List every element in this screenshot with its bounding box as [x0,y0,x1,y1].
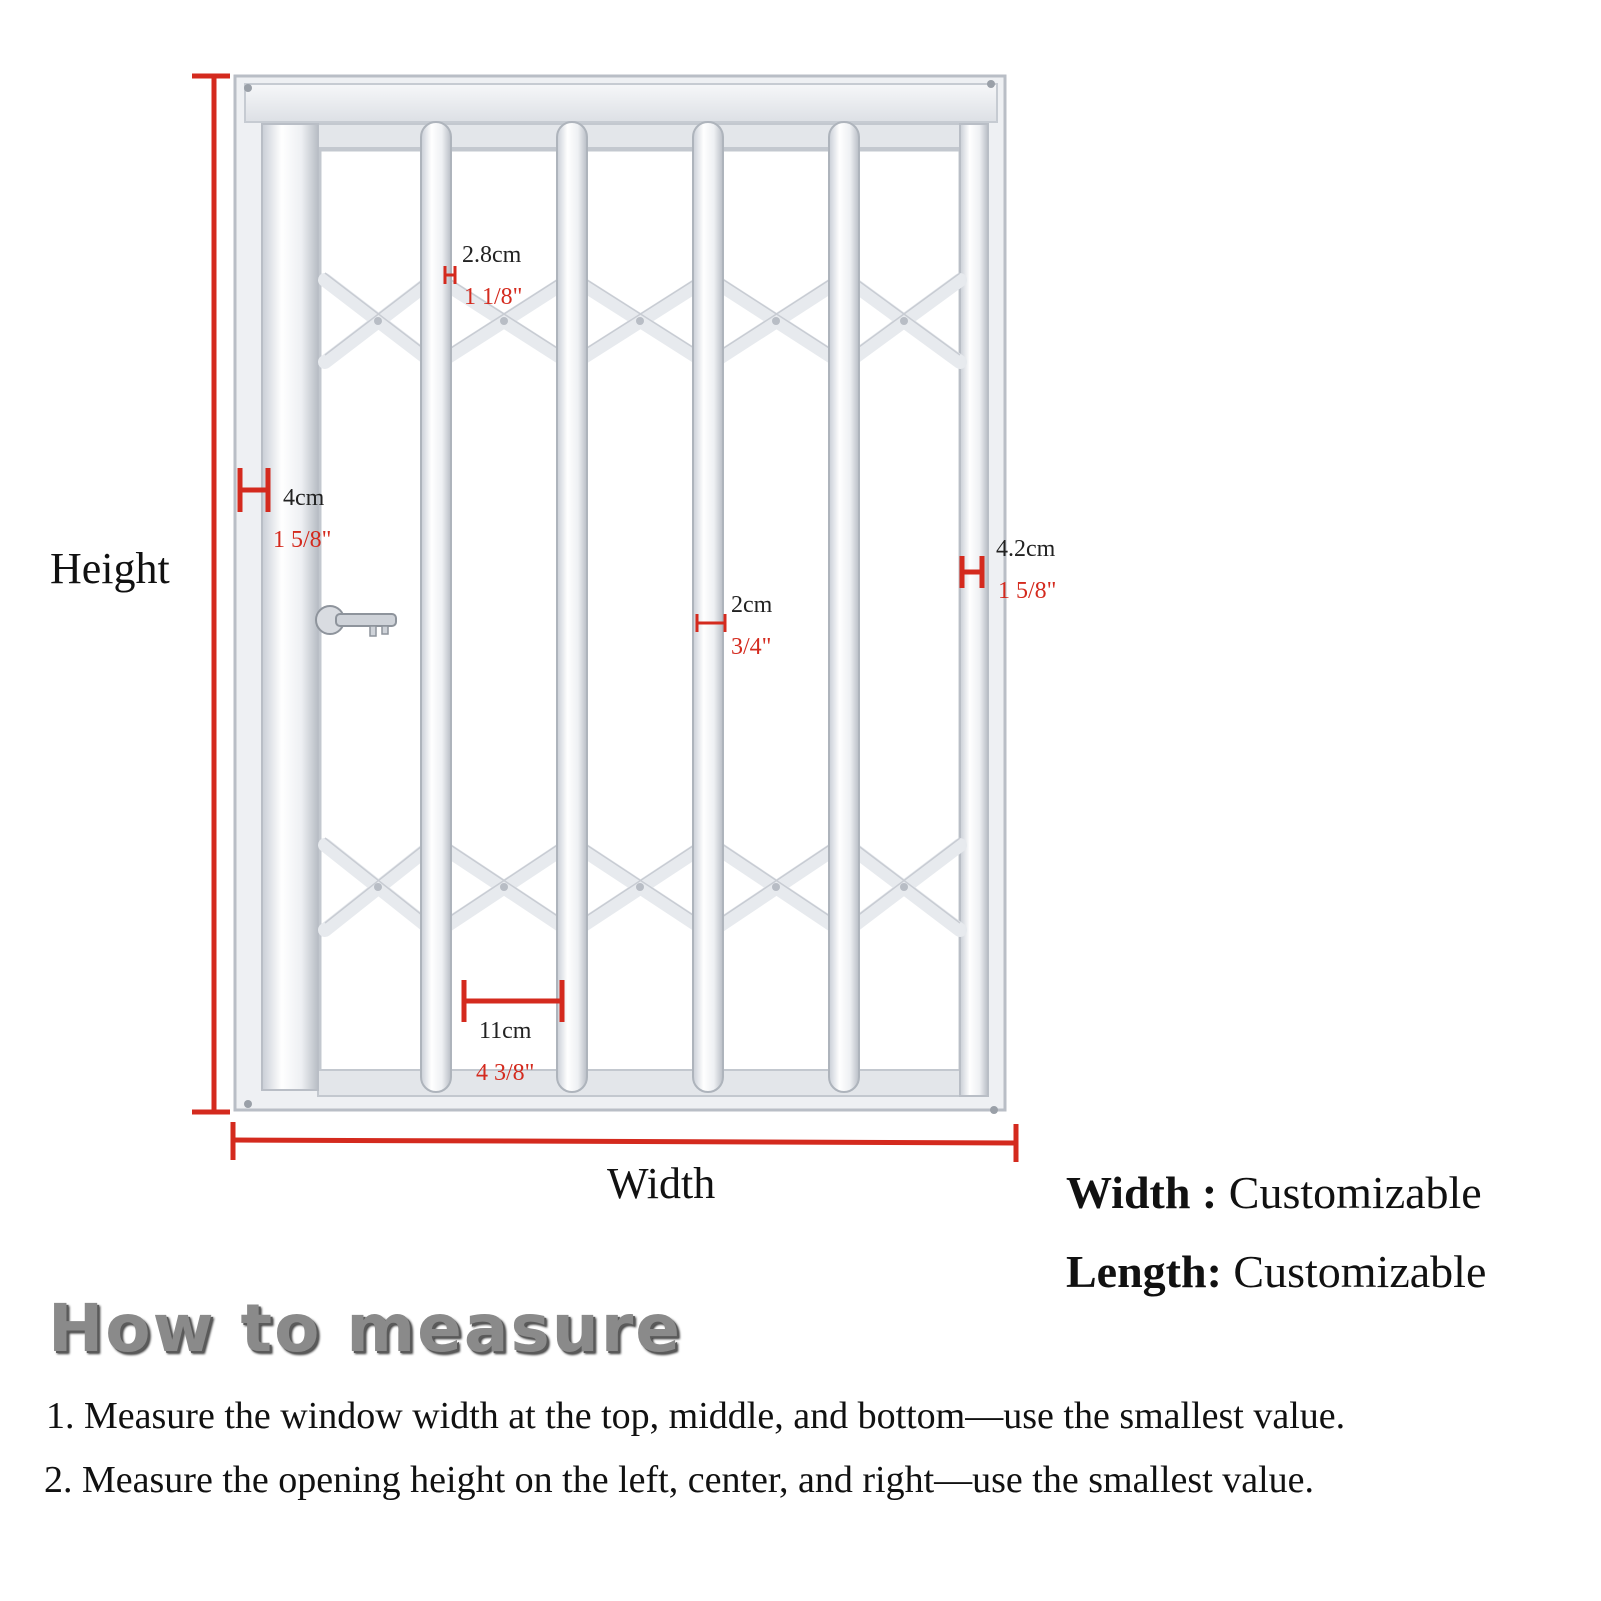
width-label: Width [607,1159,716,1208]
spec-width-value: Customizable [1228,1167,1482,1218]
side-frame-cm: 4cm [283,485,325,511]
spacing-marker [461,980,565,1022]
side-frame-inch: 1 5/8" [273,527,332,553]
spec-length-value: Customizable [1233,1246,1487,1297]
lattice-top [318,273,967,369]
bar-width-marker [695,614,727,632]
bar-gap-cm: 2.8cm [462,242,522,268]
right-frame-cm: 4.2cm [996,536,1056,562]
height-dimension-line [192,73,230,1115]
key-icon [315,605,397,637]
bar-gap-inch: 1 1/8" [464,284,523,310]
how-to-title: How to measure [48,1290,683,1367]
side-frame-marker [237,468,271,512]
window-frame [233,74,1007,1114]
how-to-step-1: 1. Measure the window width at the top, … [46,1395,1346,1437]
spacing-inch: 4 3/8" [476,1060,535,1086]
bar-cm: 2cm [731,592,773,618]
vertical-bars [420,121,860,1093]
right-frame-inch: 1 5/8" [998,578,1057,604]
spec-length-label: Length: [1066,1246,1222,1297]
spec-width-label: Width : [1066,1167,1218,1218]
lattice-outline [324,272,961,924]
right-frame-marker [959,556,985,588]
height-label: Height [50,544,170,593]
spec-width: Width : Customizable [1066,1166,1482,1219]
bar-gap-marker [443,266,457,284]
spec-length: Length: Customizable [1066,1245,1486,1298]
bar-inch: 3/4" [731,634,772,660]
spacing-cm: 11cm [479,1018,532,1044]
width-dimension-line [230,1122,1019,1162]
how-to-step-2: 2. Measure the opening height on the lef… [44,1459,1315,1501]
pivot-dots [374,317,908,891]
